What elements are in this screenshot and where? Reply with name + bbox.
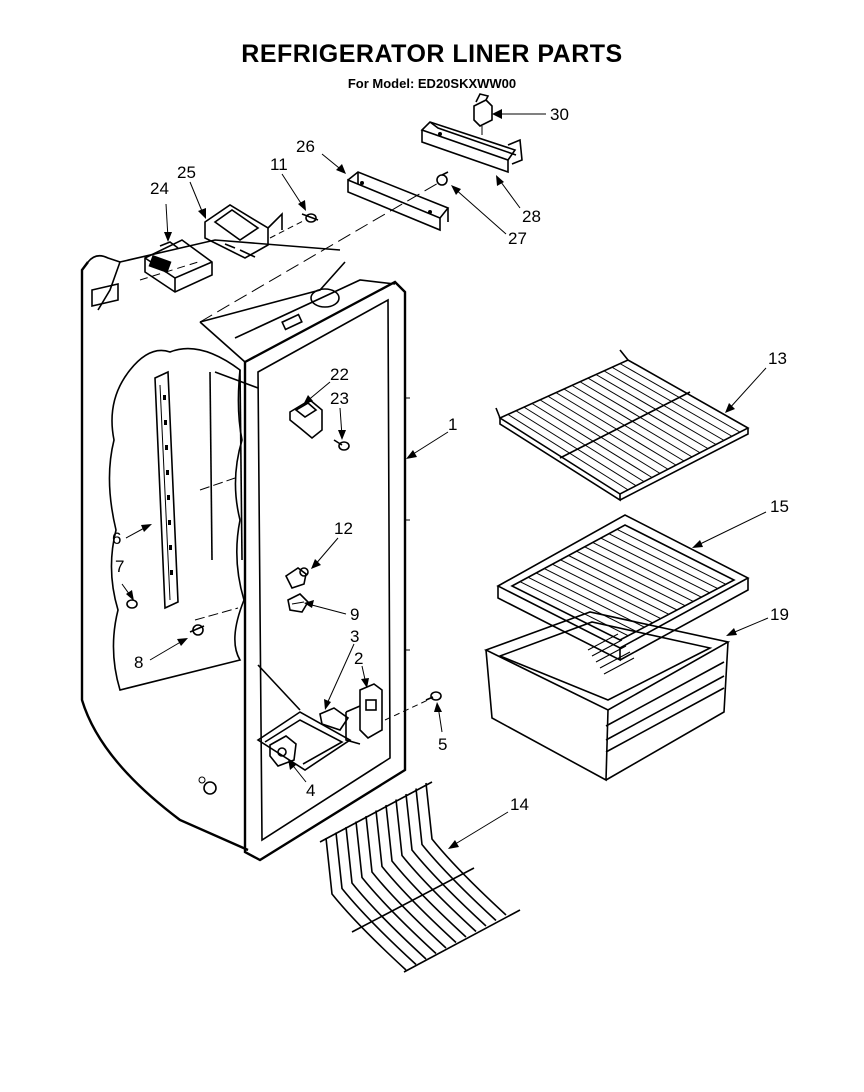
part-23-screw [333,439,350,451]
callout-25: 25 [177,163,196,182]
callout-7: 7 [115,557,124,576]
part-15-crisper-cover [496,514,750,662]
part-2-hinge-bracket [345,683,383,745]
callout-14: 14 [510,795,529,814]
callout-28: 28 [522,207,541,226]
callout-30: 30 [550,105,569,124]
callout-8: 8 [134,653,143,672]
part-9-clip [287,593,310,613]
callout-26: 26 [296,137,315,156]
callout-15: 15 [770,497,789,516]
part-27-screw [436,171,449,186]
part-12-clip [284,567,309,589]
callout-24: 24 [150,179,169,198]
model-subtitle: For Model: ED20SKXWW00 [347,76,517,91]
part-30-socket [473,93,493,135]
callout-labels: 30 26 11 25 24 28 27 13 22 23 1 6 7 12 1… [112,105,789,814]
callout-11: 11 [270,155,288,174]
part-26-rail [347,171,450,232]
callout-2: 2 [354,649,363,668]
part-28-bracket [420,121,523,174]
callout-19: 19 [770,605,789,624]
callout-leaders [121,109,769,849]
callout-9: 9 [350,605,359,624]
part-25-cover-plate [204,204,283,259]
part-22-bracket [289,399,323,440]
part-11-screw [269,213,319,239]
callout-12: 12 [334,519,353,538]
part-19-crisper-drawer [483,611,731,782]
part-24-vent-housing [144,239,213,293]
callout-22: 22 [330,365,349,384]
diagram-title: REFRIGERATOR LINER PARTS [241,40,623,68]
part-3-shim [319,707,350,731]
callout-5: 5 [438,735,447,754]
callout-1: 1 [448,415,457,434]
refrigerator-liner [80,181,441,862]
callout-4: 4 [306,781,315,800]
part-4-socket [269,735,297,767]
callout-27: 27 [508,229,527,248]
part-13-cantilever-shelf [495,349,750,502]
part-8-screw [189,624,205,636]
part-14-wire-shelf [319,781,521,973]
callout-23: 23 [330,389,349,408]
callout-3: 3 [350,627,359,646]
part-7-screw [126,599,138,609]
callout-6: 6 [112,529,121,548]
part-5-screw [384,691,442,721]
callout-13: 13 [768,349,787,368]
